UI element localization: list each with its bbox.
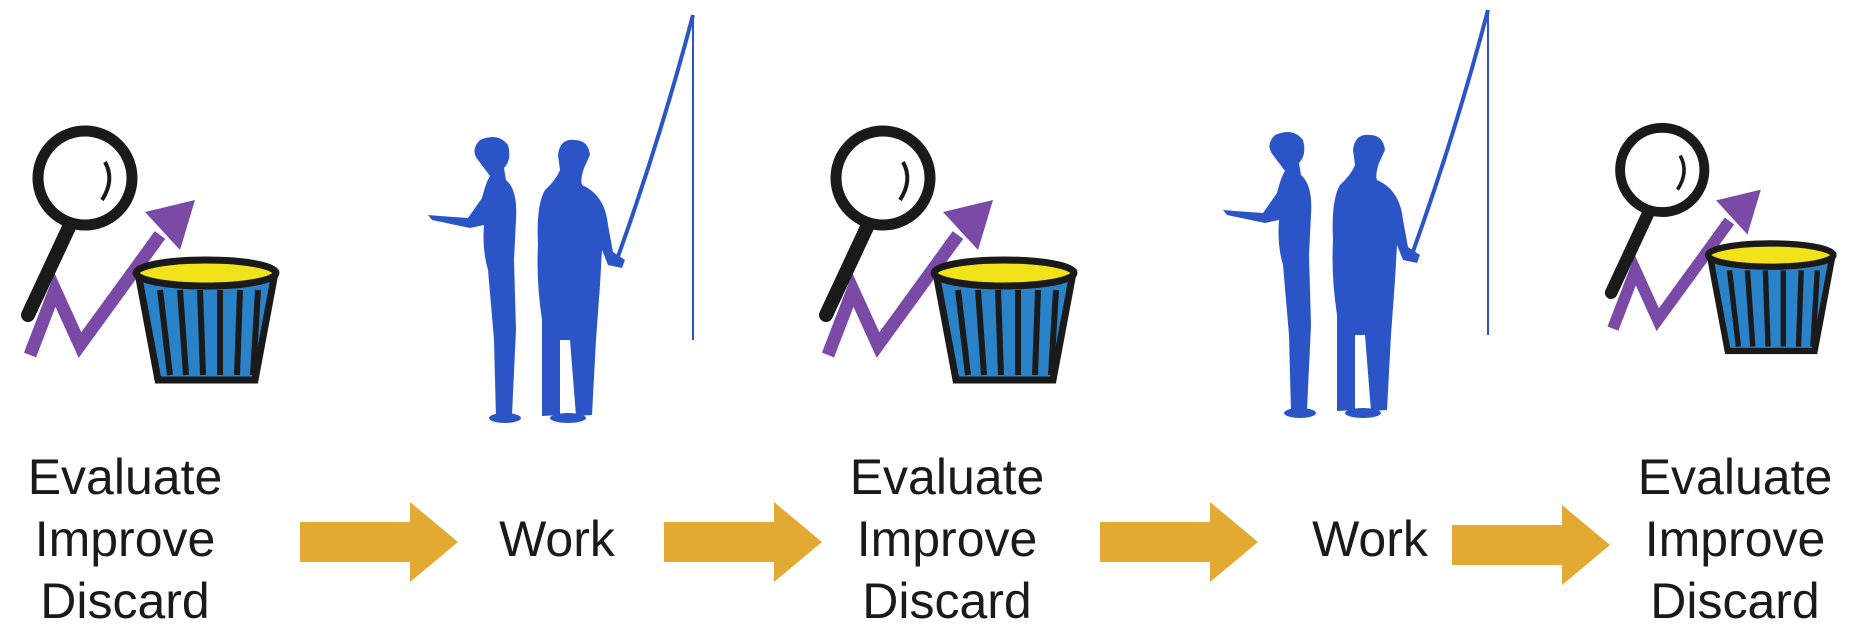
- step-1-line-2: Improve: [34, 511, 216, 567]
- step-1-line-3: Discard: [40, 573, 210, 629]
- step-label-3: Evaluate Improve Discard: [827, 446, 1067, 632]
- evaluate-icon-group-1: [21, 125, 280, 384]
- magnifier-icon: [1604, 122, 1710, 300]
- right-arrow-icon: [664, 502, 822, 582]
- magnifier-icon: [21, 125, 138, 322]
- step-label-1: Evaluate Improve Discard: [5, 446, 245, 632]
- trend-up-icon: [821, 200, 993, 358]
- trend-up-icon: [1607, 189, 1761, 332]
- step-4-line-1: Work: [1312, 511, 1428, 567]
- trend-up-icon: [23, 200, 195, 358]
- evaluate-icon-group-2: [819, 125, 1078, 384]
- step-3-line-2: Improve: [856, 511, 1038, 567]
- people-silhouette-icon: [1223, 131, 1420, 418]
- right-arrow-icon: [1452, 505, 1610, 585]
- trash-bin-icon: [132, 256, 280, 384]
- step-label-4: Work: [1250, 508, 1490, 570]
- work-icon-group-2: [1223, 9, 1490, 418]
- step-label-2: Work: [437, 508, 677, 570]
- step-2-line-1: Work: [499, 511, 615, 567]
- trash-bin-icon: [930, 256, 1078, 384]
- trash-bin-icon: [1704, 240, 1837, 355]
- fishing-rod-icon: [1408, 9, 1490, 335]
- step-5-line-2: Improve: [1644, 511, 1826, 567]
- step-1-line-1: Evaluate: [27, 449, 223, 505]
- step-5-line-3: Discard: [1650, 573, 1820, 629]
- evaluate-icon-group-3: [1604, 122, 1837, 355]
- step-3-line-3: Discard: [862, 573, 1032, 629]
- fishing-rod-icon: [613, 14, 695, 340]
- right-arrow-icon: [300, 502, 458, 582]
- magnifier-icon: [819, 125, 936, 322]
- step-3-line-1: Evaluate: [849, 449, 1045, 505]
- step-label-5: Evaluate Improve Discard: [1615, 446, 1855, 632]
- right-arrow-icon: [1100, 502, 1258, 582]
- step-5-line-1: Evaluate: [1637, 449, 1833, 505]
- people-silhouette-icon: [428, 136, 625, 423]
- work-icon-group-1: [428, 14, 695, 423]
